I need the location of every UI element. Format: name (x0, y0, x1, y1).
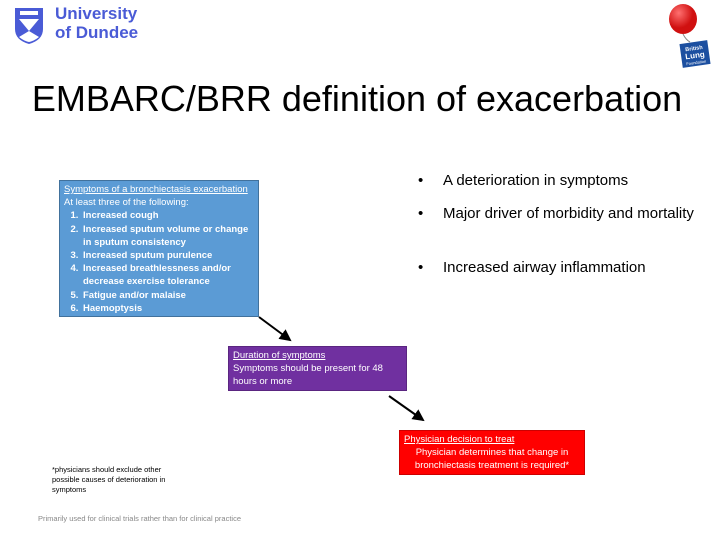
list-item: Increased sputum purulence (81, 249, 254, 262)
footnote: *physicians should exclude other possibl… (52, 465, 166, 494)
logo-line-1: University (55, 4, 138, 23)
duration-box: Duration of symptoms Symptoms should be … (228, 346, 407, 391)
bullet-list: A deterioration in symptoms Major driver… (418, 170, 698, 278)
duration-body: Symptoms should be present for 48 hours … (233, 363, 383, 388)
arrow-icon (388, 395, 425, 422)
list-item: Haemoptysis (81, 302, 254, 315)
list-item: Fatigue and/or malaise (81, 289, 254, 302)
symptoms-subheading: At least three of the following: (64, 197, 189, 209)
usage-note: Primarily used for clinical trials rathe… (38, 514, 241, 523)
british-lung-foundation-logo: British Lung Foundation (669, 4, 711, 68)
university-logo-text: University of Dundee (55, 4, 138, 42)
blf-logo-word: Lung (685, 50, 706, 62)
duration-heading: Duration of symptoms (233, 350, 326, 361)
arrow-icon (258, 316, 292, 342)
university-crest-logo (15, 8, 43, 44)
logo-line-2: of Dundee (55, 23, 139, 42)
blf-logo-word: British (685, 45, 704, 53)
list-item: Increased sputum volume or change in spu… (81, 223, 254, 249)
bullet-item: Increased airway inflammation (418, 257, 698, 278)
symptoms-list: Increased cough Increased sputum volume … (64, 209, 254, 315)
slide-title: EMBARC/BRR definition of exacerbation (31, 78, 683, 119)
symptoms-heading: Symptoms of a bronchiectasis exacerbatio… (64, 184, 248, 195)
physician-box: Physician decision to treat Physician de… (399, 430, 585, 475)
symptoms-box: Symptoms of a bronchiectasis exacerbatio… (59, 180, 259, 317)
bullet-item: A deterioration in symptoms (418, 170, 698, 191)
bullet-item: Major driver of morbidity and mortality (418, 203, 698, 224)
list-item: Increased breathlessness and/or decrease… (81, 262, 254, 288)
list-item: Increased cough (81, 209, 254, 222)
physician-body: Physician determines that change in bron… (414, 447, 570, 472)
physician-heading: Physician decision to treat (404, 434, 515, 445)
blf-logo-word: Foundation (686, 59, 707, 67)
